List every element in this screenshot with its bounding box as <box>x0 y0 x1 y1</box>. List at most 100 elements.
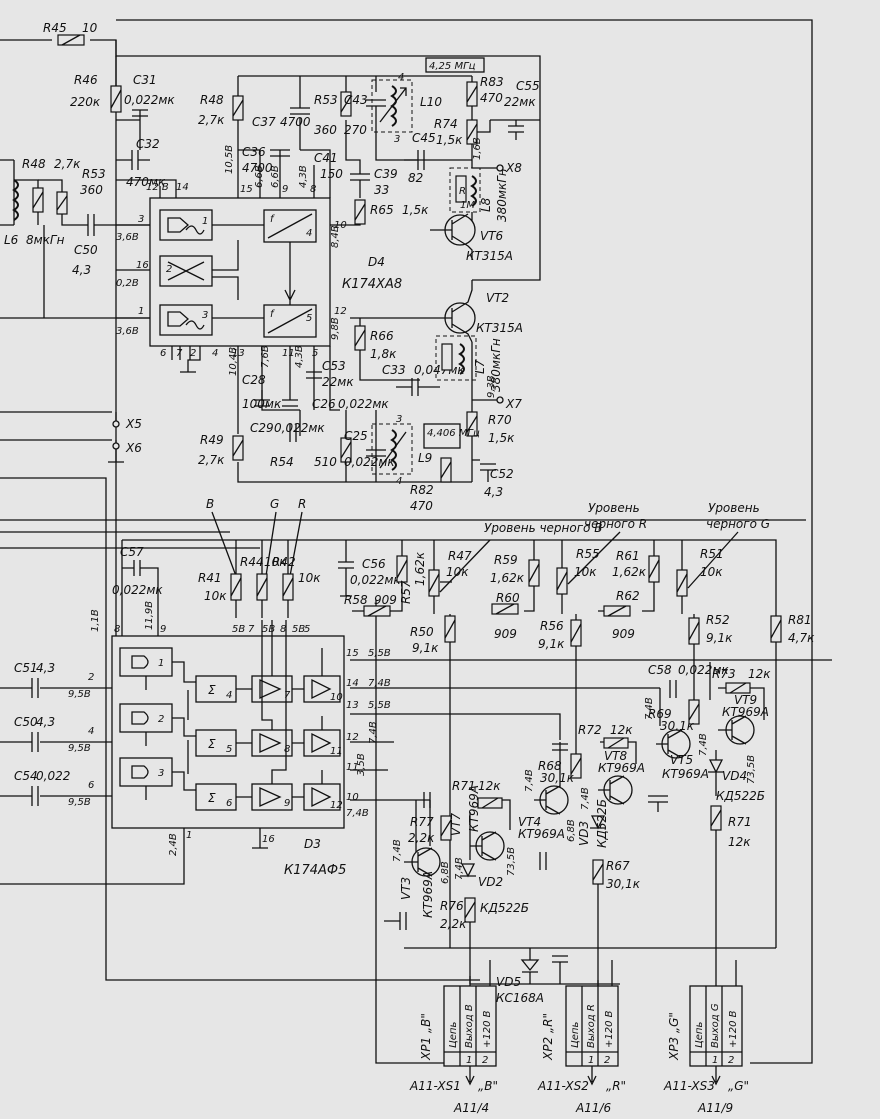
svg-text:2: 2 <box>728 1055 734 1066</box>
svg-text:16: 16 <box>262 834 275 845</box>
svg-text:5В: 5В <box>232 624 245 635</box>
c28-value: 0,022мк <box>350 573 401 587</box>
svg-text:9: 9 <box>282 184 288 195</box>
r46-value: 220к <box>70 95 101 109</box>
svg-text:12: 12 <box>334 306 347 317</box>
svg-text:8: 8 <box>284 744 290 755</box>
svg-text:4: 4 <box>226 690 232 701</box>
r90-ref: R48 <box>22 157 46 171</box>
r43-value: 360 <box>80 183 103 197</box>
r77-ref: R71 <box>728 815 752 829</box>
r51-ref: R51 <box>700 547 724 561</box>
r90-value: 2,7к <box>54 157 81 171</box>
svg-text:1: 1 <box>712 1055 718 1066</box>
svg-text:7,4В: 7,4В <box>580 787 591 810</box>
svg-text:X7: X7 <box>505 397 522 411</box>
capacitor-c45: C45 82 <box>404 131 436 185</box>
svg-text:Цепь: Цепь <box>570 1022 581 1048</box>
svg-text:13: 13 <box>346 700 359 711</box>
capacitor-c43: C43 270 <box>344 93 386 140</box>
capacitor-c29: C50 4,3 <box>14 715 55 752</box>
r74-ref: R74 <box>434 117 458 131</box>
r60-ref: R60 <box>496 591 520 605</box>
capacitor-c57 <box>539 852 547 870</box>
r52-value: 9,1к <box>706 631 733 645</box>
svg-text:6,8В: 6,8В <box>440 861 451 884</box>
svg-text:5: 5 <box>306 313 312 324</box>
svg-text:1: 1 <box>158 658 164 669</box>
svg-text:10: 10 <box>330 692 343 703</box>
svg-text:X5: X5 <box>125 417 142 431</box>
resistor-r83: R83 470 <box>466 75 504 107</box>
svg-text:8: 8 <box>310 184 316 195</box>
svg-text:4,406 МГц: 4,406 МГц <box>427 428 480 439</box>
r68-value: 30,1к <box>540 771 575 785</box>
r67-ref: R77 <box>410 815 434 829</box>
c52-value: 0,022мк <box>678 663 729 677</box>
test-point-x8: X8 1,6В <box>472 137 522 175</box>
c36-ref: C28 <box>242 373 266 387</box>
transistor-vt6: VT6 КТ315А <box>430 213 513 263</box>
svg-text:12 В: 12 В <box>146 182 169 193</box>
r81-ref: R81 <box>788 613 812 627</box>
svg-text:7,4В: 7,4В <box>644 697 655 720</box>
svg-text:„R": „R" <box>606 1079 626 1093</box>
svg-text:7,4В: 7,4В <box>698 733 709 756</box>
svg-text:черного R: черного R <box>584 517 647 531</box>
r77-value: 12к <box>728 835 751 849</box>
r83-value: 470 <box>480 91 503 105</box>
transistor-vt7: VT7 КТ969А <box>449 785 505 861</box>
capacitor-c38: C37 4700 <box>252 107 311 129</box>
svg-text:12: 12 <box>346 732 359 743</box>
r62-value: 909 <box>612 627 635 641</box>
svg-text:6: 6 <box>226 798 232 809</box>
potentiometer-r44: R44 10к <box>240 540 287 618</box>
svg-text:3: 3 <box>396 414 402 425</box>
svg-text:Уровень: Уровень <box>588 501 640 515</box>
r48-ref: R48 <box>200 93 224 107</box>
r75-ref: R76 <box>440 899 464 913</box>
svg-text:14: 14 <box>346 678 359 689</box>
svg-text:7,4В: 7,4В <box>392 839 403 862</box>
inductor-l6: L6 8мкГн <box>0 159 65 247</box>
svg-text:A11-XS1: A11-XS1 <box>409 1079 461 1093</box>
c55-value: 22мк <box>504 95 536 109</box>
resistor-r58: R58 909 <box>344 593 397 617</box>
svg-text:3,6В: 3,6В <box>116 232 139 243</box>
c39-value: 0,022мк <box>274 421 325 435</box>
svg-text:XP3 „G": XP3 „G" <box>667 1012 681 1061</box>
r76-value: 30,1к <box>606 877 641 891</box>
svg-text:Уровень черного B: Уровень черного B <box>484 521 602 535</box>
potentiometer-r47: R47 10к <box>428 540 472 614</box>
capacitor-c31: C31 0,022мк <box>116 73 175 150</box>
r47-value: 10к <box>446 565 469 579</box>
c25-value: 0,022 <box>36 769 70 783</box>
c42-ref: C25 <box>344 429 368 443</box>
svg-text:X8: X8 <box>505 161 522 175</box>
r47-ref: R47 <box>448 549 472 563</box>
svg-text:4: 4 <box>396 476 402 487</box>
svg-text:XP2 „R": XP2 „R" <box>541 1013 555 1061</box>
c32-ref: C32 <box>136 137 160 151</box>
c32-value: 470мк <box>126 175 166 189</box>
svg-text:4: 4 <box>212 348 218 359</box>
vt5-part: КТ969А <box>662 767 709 781</box>
resistor-r62: R62 909 <box>598 589 640 641</box>
r49-value: 2,7к <box>198 453 225 467</box>
r42-ref: R42 <box>272 555 296 569</box>
resistor-r76: R67 30,1к <box>592 859 641 1000</box>
r55-ref: R55 <box>576 547 600 561</box>
c48-value: 22мк <box>322 375 354 389</box>
freq-tag-l9: 4,406 МГц <box>423 423 480 449</box>
capacitor-c26: C51 4,3 <box>14 661 55 698</box>
svg-text:+120 В: +120 В <box>728 1010 739 1048</box>
resistor-r59: R59 1,62к <box>490 540 540 612</box>
resistor-r50: R50 9,1к <box>410 614 456 948</box>
svg-text:6,8В: 6,8В <box>566 819 577 842</box>
resistor-r70: R70 1,5к <box>466 411 515 445</box>
svg-text:10: 10 <box>346 792 359 803</box>
resistor-r73: R73 12к <box>712 667 771 694</box>
r61-ref: R61 <box>616 549 640 563</box>
